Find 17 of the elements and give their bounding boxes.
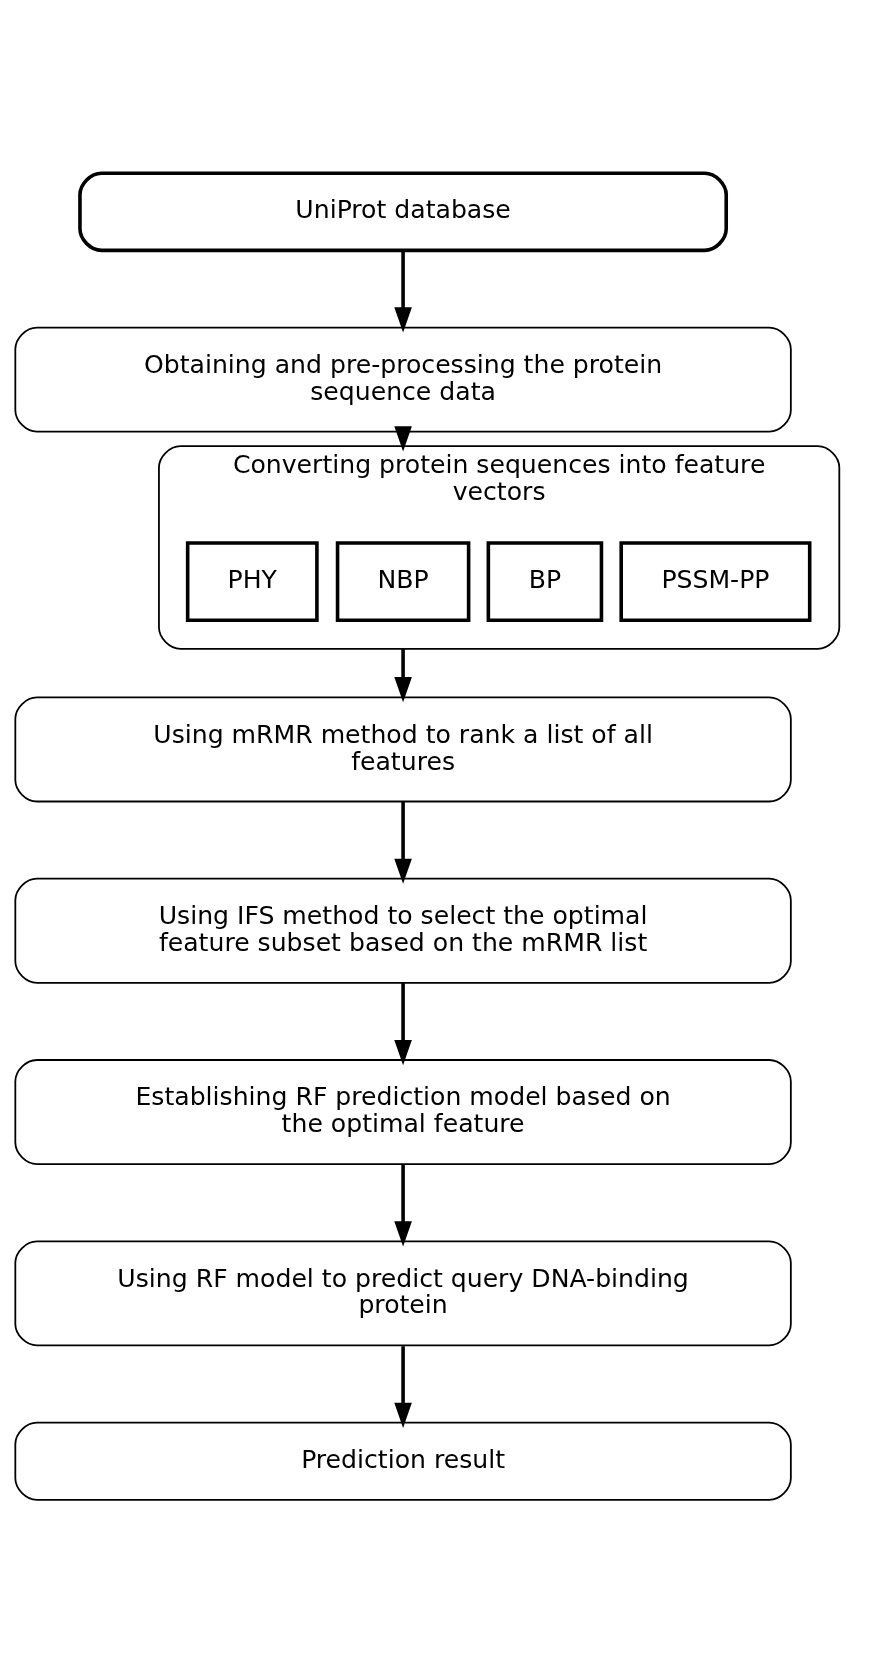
node-box: Establishing RF prediction model based on the optimal feature bbox=[14, 1059, 792, 1165]
node-box: Using RF model to predict query DNA-binding protein bbox=[14, 1240, 792, 1347]
node-box: UniProt database bbox=[78, 171, 728, 253]
node-box: PSSM-PP bbox=[619, 541, 812, 622]
arrow bbox=[394, 983, 412, 1066]
node-box: NBP bbox=[335, 541, 471, 622]
node-box: PHY bbox=[185, 541, 319, 622]
arrow bbox=[394, 1164, 412, 1247]
node-box: Using IFS method to select the optimal feature subset based on the mRMR list bbox=[14, 877, 792, 984]
node-box: Prediction result bbox=[14, 1421, 792, 1501]
node-box: BP bbox=[486, 541, 604, 622]
arrow bbox=[394, 250, 412, 333]
arrow bbox=[394, 426, 412, 452]
arrow bbox=[394, 648, 412, 703]
node-box: Using mRMR method to rank a list of all features bbox=[14, 696, 792, 803]
arrow bbox=[394, 1346, 412, 1428]
arrow bbox=[394, 801, 412, 884]
